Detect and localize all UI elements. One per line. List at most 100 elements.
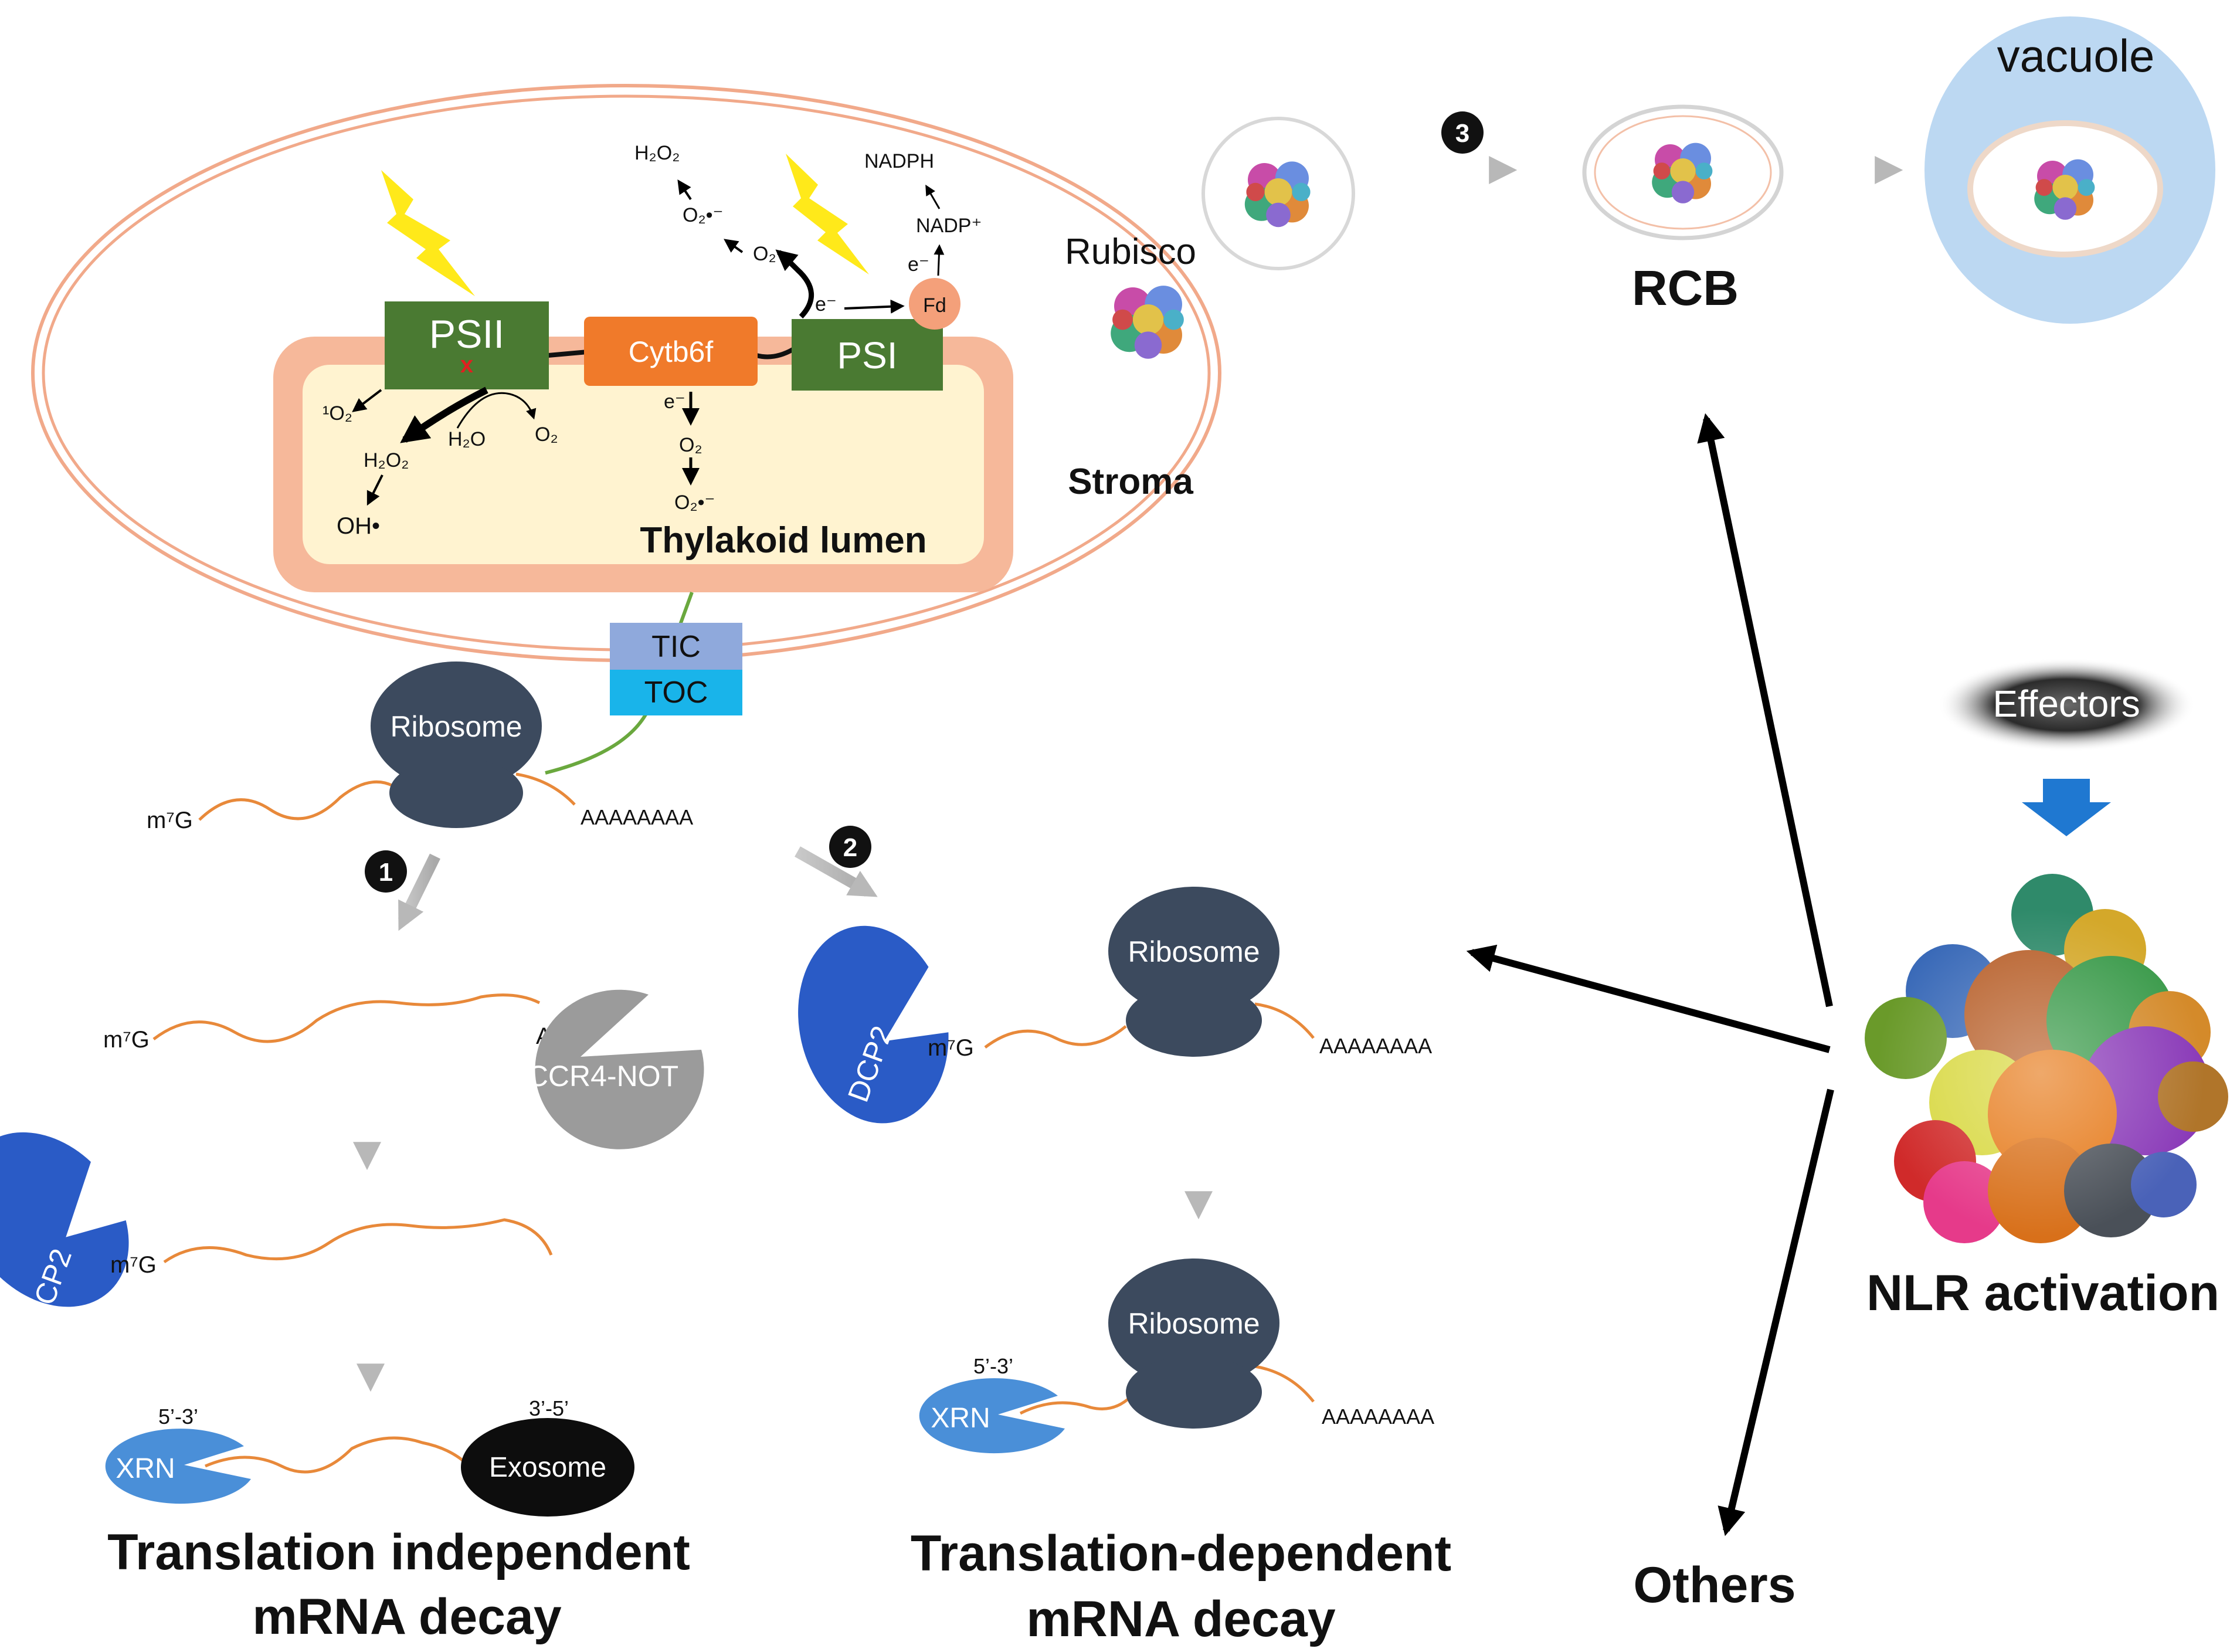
mrna-strand xyxy=(984,1002,1315,1049)
effectors-blob xyxy=(1937,658,2195,752)
light-bolt-icon xyxy=(786,154,869,274)
cap-label: m⁷G xyxy=(147,808,193,833)
psii-complex xyxy=(385,301,549,389)
h2o2-top-label: H₂O₂ xyxy=(634,142,680,164)
independent-title-line1: Translation independent xyxy=(107,1524,690,1580)
ribosome-label: Ribosome xyxy=(1128,935,1260,968)
rcb-pathway: 3 RCB vacuole xyxy=(1201,16,2215,324)
water-label: H₂O xyxy=(448,428,486,450)
toc-label: TOC xyxy=(644,676,708,710)
superoxide-cyt-label: O₂•⁻ xyxy=(674,491,715,514)
translating-mrna: m⁷G Ribosome AAAAAAAA xyxy=(147,662,693,833)
marker-3-label: 3 xyxy=(1455,119,1469,148)
cytb6f-label: Cytb6f xyxy=(629,335,714,368)
tic-complex xyxy=(610,623,742,670)
nadp-label: NADP⁺ xyxy=(916,215,982,237)
dependent-title-line2: mRNA decay xyxy=(1026,1591,1336,1647)
rcb-label: RCB xyxy=(1632,260,1739,316)
exosome-direction-label: 3’-5’ xyxy=(529,1396,569,1420)
psi-label: PSI xyxy=(837,334,897,376)
stroma-label: Stroma xyxy=(1068,462,1193,502)
translation-independent-decay: m⁷G AAA CCR4-NOT DCP2 m⁷G 5’-3’ XRN 3’-5… xyxy=(0,989,704,1645)
rubisco-label: Rubisco xyxy=(1065,232,1196,272)
e-fd-label: e⁻ xyxy=(908,253,929,276)
arrow-nlr-to-mrna-decay xyxy=(1466,944,1831,1053)
effectors-label: Effectors xyxy=(1993,683,2140,725)
dependent-title-line1: Translation-dependent xyxy=(911,1525,1451,1582)
dcp2-enzyme: DCP2 xyxy=(0,1132,129,1329)
psi-complex xyxy=(792,319,943,391)
ribosome-label: Ribosome xyxy=(1128,1307,1260,1340)
light-bolt-icon xyxy=(381,170,475,296)
polya-label: AAAAAAAA xyxy=(1322,1405,1434,1429)
ros-labels: ¹O₂ H₂O₂ H₂O O₂ OH• e⁻ O₂ O₂•⁻ H₂O₂ O₂•⁻… xyxy=(323,142,982,539)
rubisco-protein xyxy=(1244,161,1311,228)
nlr-resistosome xyxy=(1865,874,2228,1243)
cap-label: m⁷G xyxy=(103,1027,150,1053)
e-cyt-label: e⁻ xyxy=(664,391,685,413)
arrow-path-1 xyxy=(398,853,440,931)
o2-cyt-label: O₂ xyxy=(679,434,702,456)
h2o2-lumen-label: H₂O₂ xyxy=(364,449,409,471)
polya-label: AAAAAAAA xyxy=(1319,1034,1432,1058)
e-psi-label: e⁻ xyxy=(815,293,837,316)
rubisco-protein xyxy=(1652,143,1713,203)
ferredoxin xyxy=(909,278,960,330)
independent-title-line2: mRNA decay xyxy=(252,1589,562,1645)
psii-inhibition-mark: x xyxy=(460,352,473,378)
ribosome: Ribosome xyxy=(1108,1258,1279,1429)
others-label: Others xyxy=(1633,1557,1795,1613)
marker-1 xyxy=(365,850,407,893)
xrn-enzyme xyxy=(105,1429,251,1504)
nlr-section: Effectors NLR activation Others xyxy=(1466,413,2228,1613)
xrn-enzyme xyxy=(919,1378,1065,1454)
exosome-label: Exosome xyxy=(489,1452,606,1483)
down-arrow-icon xyxy=(2022,779,2111,836)
hydroxyl-label: OH• xyxy=(337,513,380,539)
psii-label: PSII xyxy=(429,312,505,357)
cap-label: m⁷G xyxy=(110,1252,157,1278)
thylakoid-lumen-label: Thylakoid lumen xyxy=(640,520,926,561)
marker-2 xyxy=(829,826,871,868)
xrn-label: XRN xyxy=(931,1403,990,1434)
mrna-strand xyxy=(205,1436,470,1474)
ferredoxin-label: Fd xyxy=(923,294,946,317)
marker-2-label: 2 xyxy=(843,833,857,862)
dcp2-enzyme: DCP2 xyxy=(798,925,949,1124)
o2-top-label: O₂ xyxy=(753,243,776,265)
electron-transport-line xyxy=(548,347,794,359)
tic-label: TIC xyxy=(651,630,701,664)
cytb6f-complex xyxy=(584,317,758,386)
ribosome: Ribosome xyxy=(371,662,542,828)
arrow-nlr-to-others xyxy=(1718,1088,1834,1536)
rubisco-protein xyxy=(2034,159,2095,220)
o2-psii-label: O₂ xyxy=(535,423,558,446)
thylakoid-lumen xyxy=(303,365,984,564)
cap-label: m⁷G xyxy=(928,1035,974,1061)
marker-3 xyxy=(1441,111,1484,154)
mrna-strand xyxy=(163,1218,553,1264)
mrna-strand xyxy=(198,772,576,821)
arrow-path-2 xyxy=(795,846,878,897)
arrow-nlr-to-rcb xyxy=(1697,413,1833,1008)
toc-complex xyxy=(610,670,742,715)
ccr4-not-complex xyxy=(535,989,704,1149)
vacuole-label: vacuole xyxy=(1997,30,2155,82)
xrn-direction-label: 5’-3’ xyxy=(973,1354,1013,1378)
singlet-oxygen-label: ¹O₂ xyxy=(323,402,352,425)
superoxide-top-label: O₂•⁻ xyxy=(683,204,724,226)
xrn-direction-label: 5’-3’ xyxy=(158,1405,198,1429)
rubisco-protein xyxy=(1111,286,1184,359)
ccr4-not-label: CCR4-NOT xyxy=(527,1060,678,1093)
xrn-label: XRN xyxy=(116,1453,175,1484)
thylakoid xyxy=(273,337,1013,592)
polya-label: AAAAAAAA xyxy=(581,805,693,829)
exosome xyxy=(461,1418,634,1517)
marker-1-label: 1 xyxy=(379,858,393,887)
nadph-label: NADPH xyxy=(864,150,934,172)
mrna-strand xyxy=(1019,1365,1315,1415)
ribosome-label: Ribosome xyxy=(390,710,522,743)
mrna-strand xyxy=(152,993,541,1043)
nlr-activation-label: NLR activation xyxy=(1866,1265,2219,1321)
